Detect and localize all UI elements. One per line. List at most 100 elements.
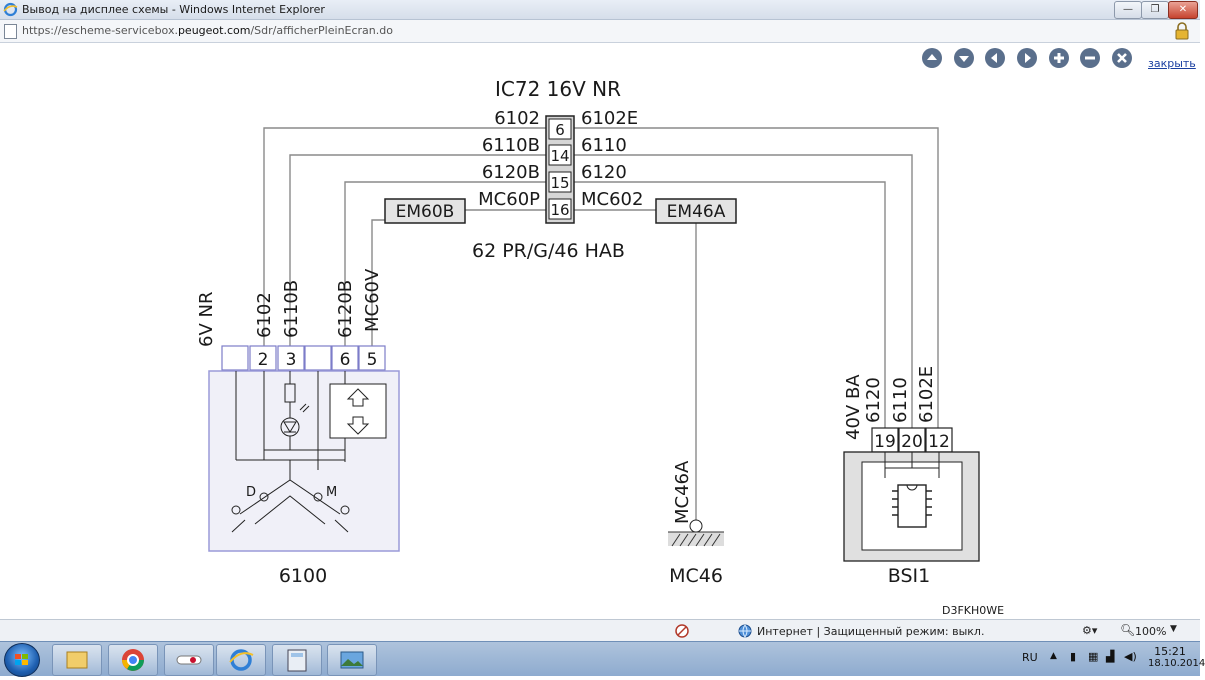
- address-bar[interactable]: https://escheme-servicebox.peugeot.com/S…: [0, 20, 1200, 43]
- pin-label: 12: [928, 432, 950, 452]
- splice-label: EM60B: [396, 202, 455, 222]
- wire-label: 6120B: [482, 162, 540, 183]
- pin-label: 5: [367, 350, 378, 370]
- close-icon[interactable]: [1112, 48, 1132, 68]
- security-zone[interactable]: Интернет | Защищенный режим: выкл.: [757, 625, 985, 638]
- component-name: BSI1: [888, 565, 930, 587]
- wire-label: MC60P: [478, 189, 540, 210]
- pin-label: 15: [550, 174, 569, 192]
- chrome-icon: [122, 649, 144, 671]
- volume-icon[interactable]: ◀): [1124, 650, 1137, 663]
- language-indicator[interactable]: RU: [1022, 651, 1038, 664]
- lock-icon[interactable]: [1174, 22, 1190, 40]
- taskbar-image-viewer[interactable]: [327, 644, 377, 676]
- chip-icon: [892, 484, 932, 528]
- taskbar-calculator[interactable]: [272, 644, 322, 676]
- wire-label: 6110: [890, 377, 911, 423]
- reference-code: D3FKH0WE: [942, 604, 1004, 617]
- connector-label: 40V BA: [843, 374, 864, 440]
- wire-label: 6120: [581, 162, 627, 183]
- taskbar-chrome[interactable]: [108, 644, 158, 676]
- wire-label: MC60V: [362, 268, 383, 332]
- signal-icon[interactable]: ▟: [1106, 650, 1115, 663]
- picture-icon: [340, 651, 364, 669]
- taskbar-ie[interactable]: [216, 644, 266, 676]
- system-tray: RU ▲ ▮ ▦ ▟ ◀) 15:21 18.10.2014: [1010, 642, 1205, 676]
- arrow-left-icon[interactable]: [985, 48, 1005, 68]
- pin-label: 6: [555, 121, 565, 139]
- minimize-button[interactable]: —: [1114, 1, 1142, 19]
- page-icon: [4, 24, 17, 39]
- connector-pins: 6 14 15 16: [545, 115, 575, 224]
- down-arrow-icon: [346, 416, 370, 435]
- zoom-out-icon[interactable]: [1080, 48, 1100, 68]
- settings-icon[interactable]: ⚙▾: [1082, 624, 1098, 637]
- popup-blocker-icon[interactable]: [675, 624, 689, 638]
- wire-label: 6110: [581, 135, 627, 156]
- pin-label: 19: [874, 432, 896, 452]
- battery-icon[interactable]: ▮: [1070, 650, 1077, 663]
- url-text[interactable]: https://escheme-servicebox.peugeot.com/S…: [22, 24, 393, 37]
- title-bar: Вывод на дисплее схемы - Windows Interne…: [0, 0, 1200, 20]
- wire-label: MC46A: [672, 460, 693, 524]
- switch-6100: 6V NR 6102 6110B 6120B MC60V 2 3 6 5: [196, 268, 400, 587]
- component-name: MC46: [669, 565, 723, 587]
- show-hidden-icons-icon[interactable]: ▲: [1050, 651, 1057, 661]
- switch-letter: D: [246, 485, 256, 500]
- wire-label: 6110B: [281, 280, 302, 338]
- wire-label: 6110B: [482, 135, 540, 156]
- wire-label: 6102: [494, 108, 540, 129]
- close-link[interactable]: закрыть: [1148, 57, 1196, 70]
- clock[interactable]: 15:21 18.10.2014: [1148, 645, 1205, 669]
- arrow-up-icon[interactable]: [922, 48, 942, 68]
- switch-letter: M: [326, 485, 337, 500]
- wire-label: MC602: [581, 189, 643, 210]
- pin-label: 6: [340, 350, 351, 370]
- taskbar-explorer[interactable]: [52, 644, 102, 676]
- window-close-button[interactable]: ✕: [1168, 1, 1198, 19]
- arrow-down-icon[interactable]: [954, 48, 974, 68]
- connector-subtitle: 62 PR/G/46 HAB: [472, 240, 625, 262]
- splice-box-em46a: [655, 198, 737, 224]
- maximize-button[interactable]: ❐: [1141, 1, 1169, 19]
- calculator-icon: [287, 649, 307, 672]
- window-title: Вывод на дисплее схемы - Windows Interne…: [22, 3, 325, 16]
- clock-time: 15:21: [1154, 645, 1186, 658]
- wire-label: 6120B: [335, 280, 356, 338]
- wiring-diagram: IC72 16V NR 6 14 15 16 6102 6110B 6120B …: [196, 77, 1004, 617]
- connector-label: 6V NR: [196, 292, 217, 347]
- pin-label: 20: [901, 432, 923, 452]
- component-name: 6100: [279, 565, 327, 587]
- start-button[interactable]: [4, 643, 40, 677]
- bsi-unit: 40V BA 6120 6110 6102E 19 20 12: [843, 366, 980, 587]
- arrow-right-icon[interactable]: [1017, 48, 1037, 68]
- connector-title: IC72 16V NR: [495, 77, 621, 101]
- minimize-icon: —: [1123, 4, 1133, 15]
- chevron-down-icon[interactable]: ▼: [1170, 624, 1177, 634]
- pin-label: 2: [258, 350, 269, 370]
- ie-icon: [229, 649, 254, 671]
- taskbar-media[interactable]: [164, 644, 214, 676]
- pin-label: 14: [550, 147, 569, 165]
- media-icon: [176, 655, 202, 665]
- taskbar: RU ▲ ▮ ▦ ▟ ◀) 15:21 18.10.2014: [0, 641, 1205, 677]
- ground-mc46: MC46A MC46: [668, 460, 724, 587]
- restore-icon: ❐: [1150, 4, 1160, 15]
- windows-logo-icon: [15, 654, 28, 665]
- network-icon[interactable]: ▦: [1088, 650, 1099, 663]
- wire-label: 6102E: [581, 108, 638, 129]
- clock-date: 18.10.2014: [1148, 658, 1205, 669]
- zoom-in-icon[interactable]: [1049, 48, 1069, 68]
- up-arrow-icon: [346, 388, 370, 407]
- close-x-icon: ✕: [1178, 4, 1188, 15]
- right-wire-labels: 6102E 6110 6120 MC602: [581, 108, 643, 210]
- zoom-icon[interactable]: 🔍︎: [1120, 623, 1136, 637]
- zoom-level[interactable]: 100%: [1135, 625, 1167, 638]
- up-down-symbol: [329, 383, 387, 439]
- pin-label: 16: [550, 201, 569, 219]
- content-area: [0, 43, 1200, 618]
- wire-lines: [263, 127, 939, 521]
- left-wire-labels: 6102 6110B 6120B MC60P: [478, 108, 540, 210]
- splice-box-em60b: [384, 198, 466, 224]
- globe-icon: [738, 624, 752, 638]
